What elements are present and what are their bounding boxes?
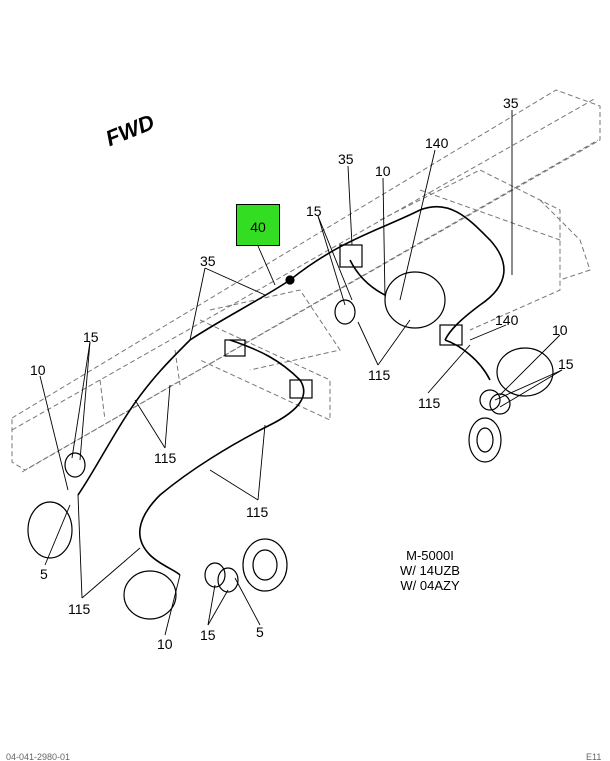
leader-c115-bottom-left-a [77,494,83,599]
leader-c15-mid-b [317,215,353,301]
valve-right-b [489,393,511,415]
hub-right [468,417,502,463]
leader-c35-left-b [204,267,266,296]
leader-c115-low-mid-b [257,424,266,501]
callout-10-bottom[interactable]: 10 [157,636,173,652]
callout-15-right[interactable]: 15 [558,356,574,372]
leader-lines [39,110,563,636]
crossmember-right-web [419,189,561,241]
leader-c115-left-mid-a [134,399,166,449]
leader-c115-low-mid-a [209,469,259,501]
cable-main-left [77,279,291,496]
crossmember-left-top [209,289,341,371]
leader-c5-left [44,504,71,566]
callout-115-left-mid[interactable]: 115 [154,450,177,466]
leader-c15-mid-a [317,215,346,306]
callout-115-center[interactable]: 115 [368,367,391,383]
crossmember-left [199,319,331,421]
callout-140-right[interactable]: 140 [495,312,519,328]
hub-bottom [242,538,288,592]
brake-chamber-left [27,501,73,559]
leader-c115-center-a [357,321,379,366]
leader-c140-top [399,149,436,301]
junction-right [439,324,463,346]
hub-right-inner [476,427,494,453]
callout-5-left[interactable]: 5 [40,566,48,582]
callout-35-right[interactable]: 35 [503,95,519,111]
leader-c115-center-b [377,319,411,366]
leader-c35-left-a [189,267,206,341]
callout-35-mid[interactable]: 35 [338,151,354,167]
footer-drawing-number: 04-041-2980-01 [6,752,71,761]
leader-c10-left [39,375,69,491]
valve-left [64,452,86,478]
cable-main-right [289,205,505,341]
model-note-line-1: M-5000I [406,548,454,563]
callout-10-mid[interactable]: 10 [375,163,391,179]
leader-c115-right [427,344,471,394]
callout-115-low-mid[interactable]: 115 [246,504,269,520]
crossmember-right [379,169,561,331]
cable-mid-drop [349,259,386,296]
callout-10-right[interactable]: 10 [552,322,568,338]
callout-5-bottom[interactable]: 5 [256,624,264,640]
cable-right-drop [444,339,491,381]
callout-115-right[interactable]: 115 [418,395,441,411]
model-note-line-2: W/ 14UZB [400,563,460,578]
bracket-right [539,199,591,281]
valve-bottom-b [217,567,239,593]
leader-c5-bottom [234,577,261,626]
brake-chamber-mid [384,271,446,329]
leader-c15-bottom-b [207,589,229,626]
model-note: M-5000I W/ 14UZB W/ 04AZY [398,548,462,593]
leader-c115-bottom-left-b [81,547,141,599]
cable-lower-left [138,339,305,576]
callout-115-bottom-left[interactable]: 115 [68,601,91,617]
leader-c40 [257,245,276,286]
callout-140-top[interactable]: 140 [425,135,449,151]
highlighted-part-number: 40 [250,219,266,235]
brake-chamber-right [496,347,554,397]
brake-chamber-bottom [123,570,177,620]
callout-15-mid[interactable]: 15 [306,203,322,219]
model-note-line-3: W/ 04AZY [400,578,460,593]
leader-c15-left-a [79,341,91,461]
valve-bottom-a [204,562,226,588]
leader-c35-mid [347,165,353,246]
leader-c140-right [469,324,507,341]
junction-left [224,339,246,357]
leader-c15-bottom-a [207,584,216,626]
callout-10-left[interactable]: 10 [30,362,46,378]
valve-mid [334,299,356,325]
components [27,244,554,620]
callout-15-bottom[interactable]: 15 [200,627,216,643]
junction-mid [339,244,363,268]
rail-brace-b [174,349,181,386]
valve-right-a [479,389,501,411]
rail-inner-bottom [21,139,599,473]
callout-15-left[interactable]: 15 [83,329,99,345]
leader-c10-right [499,334,561,396]
rail-outer [11,89,601,471]
leader-c115-left-mid-b [164,384,171,449]
footer-sheet-code: E11 [586,752,602,761]
highlighted-part-callout[interactable]: 40 [236,204,280,246]
leader-c10-bottom [164,574,181,636]
hub-bottom-inner [252,549,278,581]
leader-c10-mid [382,177,386,299]
harness-cables [77,205,505,576]
callout-35-left[interactable]: 35 [200,253,216,269]
leader-c15-left-b [71,341,91,459]
connector-dot [285,275,295,285]
leader-c15-right-a [494,369,563,401]
leader-c15-right-b [499,369,563,408]
junction-center [289,379,313,399]
rail-brace-a [99,379,106,421]
frame-rails [11,89,601,473]
